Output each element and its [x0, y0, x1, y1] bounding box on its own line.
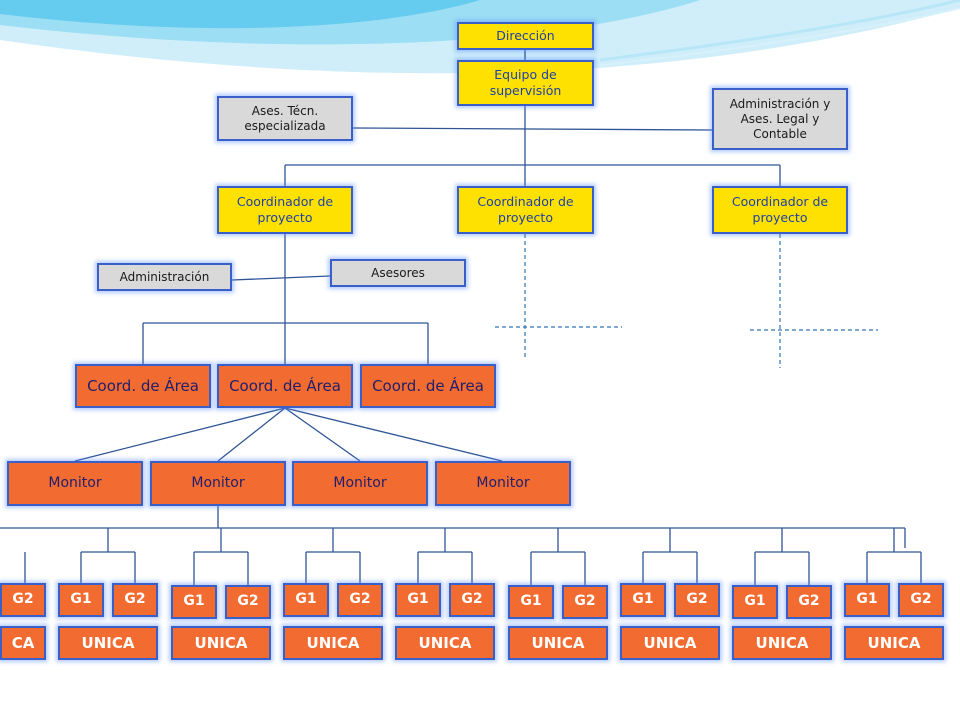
monitor-box: Monitor	[150, 461, 286, 506]
group-g2-label: G2	[461, 591, 483, 608]
group-g2-label: G2	[124, 591, 146, 608]
unica-box: UNICA	[283, 626, 383, 660]
unica-label: UNICA	[81, 633, 135, 652]
group-g2-box: G2	[225, 585, 271, 619]
group-g1-box: G1	[283, 583, 329, 617]
unica-label: UNICA	[867, 633, 921, 652]
ases-tecn-label: Ases. Técn. especializada	[244, 103, 326, 133]
administracion-box: Administración	[97, 263, 232, 291]
coordinador-label: Coordinador de proyecto	[731, 194, 829, 225]
group-g1-label: G1	[632, 591, 654, 608]
monitor-box: Monitor	[292, 461, 428, 506]
group-g1-box: G1	[58, 583, 104, 617]
unica-box: UNICA	[620, 626, 720, 660]
group-g2-box: G2	[786, 585, 832, 619]
direccion-label: Dirección	[496, 28, 555, 44]
direccion-box: Dirección	[457, 22, 594, 50]
group-g2-box: G2	[337, 583, 383, 617]
monitor-label: Monitor	[48, 474, 102, 491]
unica-label: UNICA	[531, 633, 585, 652]
unica-box: UNICA	[171, 626, 271, 660]
group-g2-label: G2	[349, 591, 371, 608]
group-g2-label: G2	[12, 591, 34, 608]
coord-area-box: Coord. de Área	[75, 364, 211, 408]
group-g1-label: G1	[744, 593, 766, 610]
group-g2-box: G2	[898, 583, 944, 617]
monitor-label: Monitor	[191, 474, 245, 491]
group-g1-box: G1	[508, 585, 554, 619]
group-g1-label: G1	[856, 591, 878, 608]
unica-box: UNICA	[844, 626, 944, 660]
group-g1-label: G1	[407, 591, 429, 608]
coordinador-label: Coordinador de proyecto	[477, 194, 574, 225]
group-g1-box: G1	[732, 585, 778, 619]
unica-box: UNICA	[732, 626, 832, 660]
asesores-label: Asesores	[371, 265, 425, 280]
unica-label: UNICA	[418, 633, 472, 652]
group-g1-label: G1	[70, 591, 92, 608]
group-g1-label: G1	[520, 593, 542, 610]
group-g1-box: G1	[620, 583, 666, 617]
monitor-box: Monitor	[7, 461, 143, 506]
group-g2-label: G2	[574, 593, 596, 610]
group-g2-label: G2	[686, 591, 708, 608]
group-g2-label: G2	[237, 593, 259, 610]
coordinador-box: Coordinador de proyecto	[457, 186, 594, 234]
equipo-supervision-label: Equipo de supervisión	[489, 67, 562, 98]
admin-legal-box: Administración y Ases. Legal y Contable	[712, 88, 848, 150]
group-g1-box: G1	[171, 585, 217, 619]
group-g2-box: G2	[112, 583, 158, 617]
administracion-label: Administración	[119, 269, 210, 284]
unica-partial-box: CA	[0, 626, 46, 660]
group-g2-box: G2	[449, 583, 495, 617]
ases-tecn-box: Ases. Técn. especializada	[217, 96, 353, 141]
coordinador-box: Coordinador de proyecto	[217, 186, 353, 234]
group-g2-box: G2	[562, 585, 608, 619]
group-g2-box: G2	[0, 583, 46, 617]
unica-label: UNICA	[643, 633, 697, 652]
coordinador-label: Coordinador de proyecto	[236, 194, 334, 225]
unica-box: UNICA	[508, 626, 608, 660]
coordinador-box: Coordinador de proyecto	[712, 186, 848, 234]
asesores-box: Asesores	[330, 259, 466, 287]
admin-legal-label: Administración y Ases. Legal y Contable	[729, 96, 831, 141]
coord-area-label: Coord. de Área	[229, 376, 341, 395]
equipo-supervision-box: Equipo de supervisión	[457, 60, 594, 106]
monitor-label: Monitor	[333, 474, 387, 491]
group-g1-label: G1	[183, 593, 205, 610]
group-g2-box: G2	[674, 583, 720, 617]
coord-area-box: Coord. de Área	[217, 364, 353, 408]
group-g1-box: G1	[395, 583, 441, 617]
monitor-box: Monitor	[435, 461, 571, 506]
group-g2-label: G2	[798, 593, 820, 610]
group-g2-label: G2	[910, 591, 932, 608]
unica-box: UNICA	[58, 626, 158, 660]
unica-label: UNICA	[194, 633, 248, 652]
group-g1-label: G1	[295, 591, 317, 608]
coord-area-label: Coord. de Área	[372, 376, 484, 395]
unica-label: UNICA	[306, 633, 360, 652]
monitor-label: Monitor	[476, 474, 530, 491]
unica-label: UNICA	[755, 633, 809, 652]
coord-area-label: Coord. de Área	[87, 376, 199, 395]
coord-area-box: Coord. de Área	[360, 364, 496, 408]
unica-partial-label: CA	[11, 633, 35, 652]
group-g1-box: G1	[844, 583, 890, 617]
unica-box: UNICA	[395, 626, 495, 660]
